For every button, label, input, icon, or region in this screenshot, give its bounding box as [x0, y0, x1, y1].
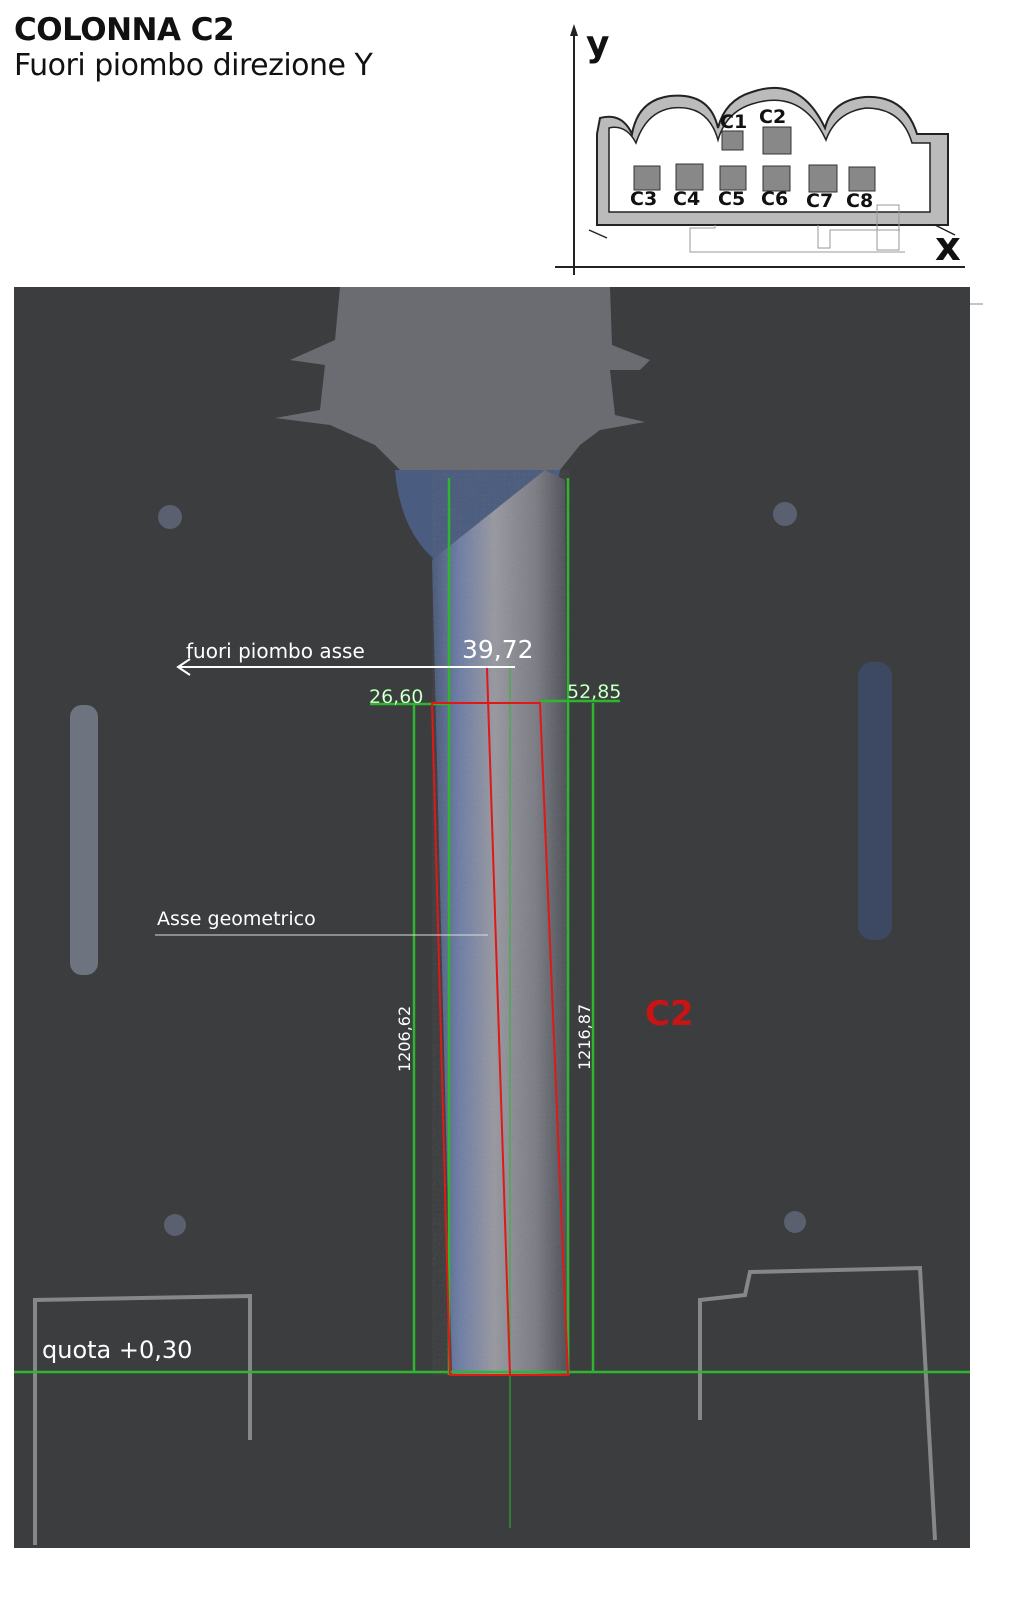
key-plan-label-c8: C8: [846, 190, 873, 212]
key-plan-label-c1: C1: [720, 111, 747, 133]
height-left-value: 1206,62: [395, 1006, 414, 1072]
right-pilaster: [858, 662, 892, 940]
annex-outline: [689, 225, 905, 253]
anchor-left-bottom: [164, 1214, 186, 1236]
anchor-left-top: [158, 505, 182, 529]
page-subtitle: Fuori piombo direzione Y: [14, 48, 373, 83]
key-plan-label-c2: C2: [759, 106, 786, 128]
anchor-right-top: [773, 502, 797, 526]
anchor-right-bottom: [784, 1211, 806, 1233]
key-plan: y x C1 C2 C3 C4 C5 C6 C7 C8: [555, 24, 965, 275]
dim-right-top: 52,85: [567, 681, 621, 703]
out-of-plumb-label: fuori piombo asse: [186, 639, 365, 663]
left-bench: [33, 1293, 252, 1545]
column-capital: [275, 287, 650, 470]
y-axis-label: y: [586, 24, 609, 65]
point-cloud-view: [14, 287, 983, 1548]
right-bench: [698, 1265, 937, 1541]
out-of-plumb-value: 39,72: [462, 635, 534, 664]
key-plan-label-c3: C3: [630, 188, 657, 210]
level-label: quota +0,30: [42, 1336, 192, 1364]
geometric-axis-line: [486, 667, 511, 1376]
dim-left-top: 26,60: [369, 686, 423, 708]
annotations: fuori piombo asse 39,72 26,60 52,85 Asse…: [14, 478, 970, 1528]
key-plan-label-c4: C4: [673, 188, 700, 210]
left-pilaster: [70, 705, 98, 975]
height-right-value: 1216,87: [575, 1004, 594, 1070]
stair-icon: [876, 204, 900, 251]
y-axis-arrow-icon: [570, 24, 578, 36]
column-outline-red: [430, 702, 570, 1376]
key-plan-label-c6: C6: [761, 188, 788, 210]
geometric-axis-label: Asse geometrico: [157, 908, 316, 930]
arrow-left-icon: [176, 658, 191, 676]
page-title: COLONNA C2: [14, 12, 235, 48]
key-plan-label-c7: C7: [806, 190, 833, 212]
key-plan-label-c5: C5: [718, 188, 745, 210]
column-markers: [633, 126, 876, 193]
column-label-c2: C2: [645, 994, 694, 1034]
